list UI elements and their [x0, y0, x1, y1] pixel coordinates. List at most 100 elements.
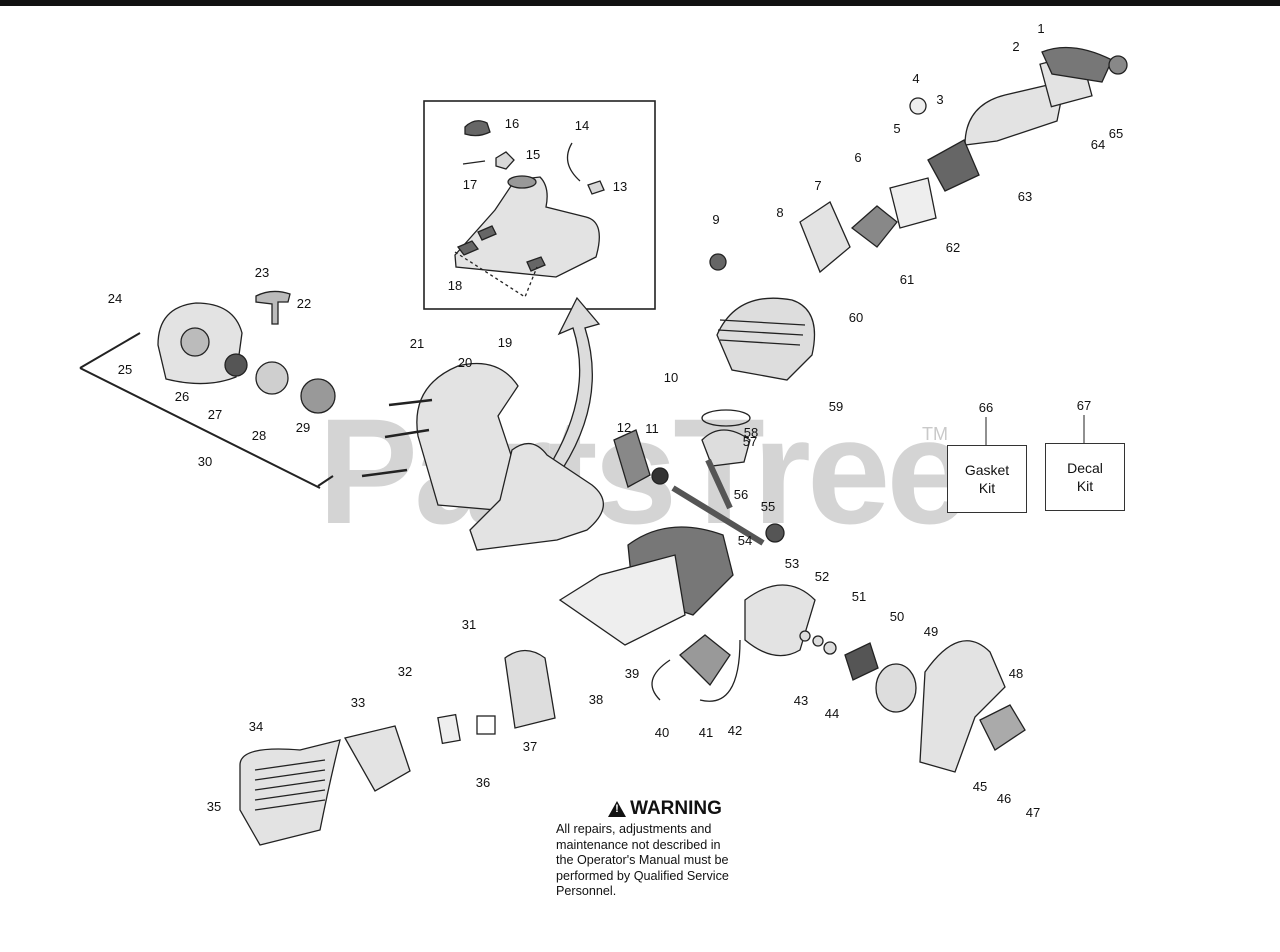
intake-manifold [850, 205, 898, 248]
callout-30: 30 [198, 454, 212, 469]
recoil-spring [224, 353, 248, 377]
flywheel [744, 584, 816, 657]
crankshaft [671, 458, 765, 546]
washer [799, 630, 811, 642]
top-border [0, 0, 1280, 6]
callout-14: 14 [575, 118, 589, 133]
callout-6: 6 [854, 150, 861, 165]
piston-ring [701, 409, 751, 427]
watermark-trademark: TM [922, 424, 948, 444]
callout-62: 62 [946, 240, 960, 255]
callout-35: 35 [207, 799, 221, 814]
callout-23: 23 [255, 265, 269, 280]
decal-kit-box: Decal Kit [1045, 443, 1125, 511]
callout-47: 47 [1026, 805, 1040, 820]
callout-53: 53 [785, 556, 799, 571]
starter-bracket [79, 332, 334, 487]
primer-bulb [909, 97, 927, 115]
carburetor [927, 139, 980, 192]
muffler-gasket [437, 713, 461, 745]
fuel-line [566, 142, 581, 182]
crankcase-half [613, 429, 651, 488]
grommet [462, 160, 486, 165]
callout-55: 55 [761, 499, 775, 514]
ignition-wire [651, 639, 741, 702]
warning-icon [608, 801, 627, 817]
fuel-filter [495, 151, 515, 170]
callout-3: 3 [936, 92, 943, 107]
callout-1: 1 [1037, 21, 1044, 36]
fuel-connector [587, 180, 605, 195]
callout-38: 38 [589, 692, 603, 707]
callout-64: 64 [1091, 137, 1105, 152]
callout-12: 12 [617, 420, 631, 435]
callout-16: 16 [505, 116, 519, 131]
callout-29: 29 [296, 420, 310, 435]
fuel-cap [464, 120, 491, 137]
callout-66: 66 [979, 400, 993, 415]
callout-36: 36 [476, 775, 490, 790]
seal [651, 467, 669, 485]
ignition-module [679, 634, 731, 687]
callout-58: 58 [744, 425, 758, 440]
callout-49: 49 [924, 624, 938, 639]
callout-27: 27 [208, 407, 222, 422]
cylinder-fins [717, 319, 806, 346]
starter-pawl [300, 378, 336, 414]
callout-56: 56 [734, 487, 748, 502]
clutch [844, 642, 879, 681]
gasket-kit-box: Gasket Kit [947, 445, 1027, 513]
curved-arrow [552, 296, 601, 469]
callout-65: 65 [1109, 126, 1123, 141]
tank-pads [456, 225, 546, 272]
callout-32: 32 [398, 664, 412, 679]
callout-54: 54 [738, 533, 752, 548]
warning-notice: WARNING All repairs, adjustments and mai… [556, 798, 786, 900]
callout-39: 39 [625, 666, 639, 681]
gearbox [979, 704, 1026, 751]
spark-plug [709, 253, 727, 271]
piston [701, 429, 751, 467]
warning-title-text: WARNING [630, 798, 722, 819]
shield-plate [558, 554, 686, 646]
callout-21: 21 [410, 336, 424, 351]
starter-pulley-center [180, 327, 210, 357]
clutch-housing [919, 640, 1006, 773]
callout-60: 60 [849, 310, 863, 325]
callout-50: 50 [890, 609, 904, 624]
callout-46: 46 [997, 791, 1011, 806]
callout-19: 19 [498, 335, 512, 350]
warning-title: WARNING [544, 798, 786, 820]
muffler-grill [254, 759, 326, 811]
callout-28: 28 [252, 428, 266, 443]
cover-cap [1041, 46, 1113, 83]
callout-52: 52 [815, 569, 829, 584]
callout-8: 8 [776, 205, 783, 220]
clutch-drum [875, 663, 917, 713]
leader-lines [454, 251, 538, 298]
callout-42: 42 [728, 723, 742, 738]
callout-45: 45 [973, 779, 987, 794]
callout-7: 7 [814, 178, 821, 193]
callout-51: 51 [852, 589, 866, 604]
callout-43: 43 [794, 693, 808, 708]
decal-kit-label: Decal Kit [1067, 460, 1103, 494]
callout-26: 26 [175, 389, 189, 404]
knob [1108, 55, 1128, 75]
callout-67: 67 [1077, 398, 1091, 413]
muffler-cover [239, 739, 341, 846]
starter-pulley [255, 361, 289, 395]
heat-shield [799, 201, 851, 274]
callout-15: 15 [526, 147, 540, 162]
callout-57: 57 [743, 434, 757, 449]
callout-22: 22 [297, 296, 311, 311]
clutch-hub [812, 635, 824, 647]
callout-44: 44 [825, 706, 839, 721]
callout-18: 18 [448, 278, 462, 293]
callout-33: 33 [351, 695, 365, 710]
callout-59: 59 [829, 399, 843, 414]
callout-5: 5 [893, 121, 900, 136]
callout-63: 63 [1018, 189, 1032, 204]
callout-4: 4 [912, 71, 919, 86]
main-bearing [765, 523, 785, 543]
